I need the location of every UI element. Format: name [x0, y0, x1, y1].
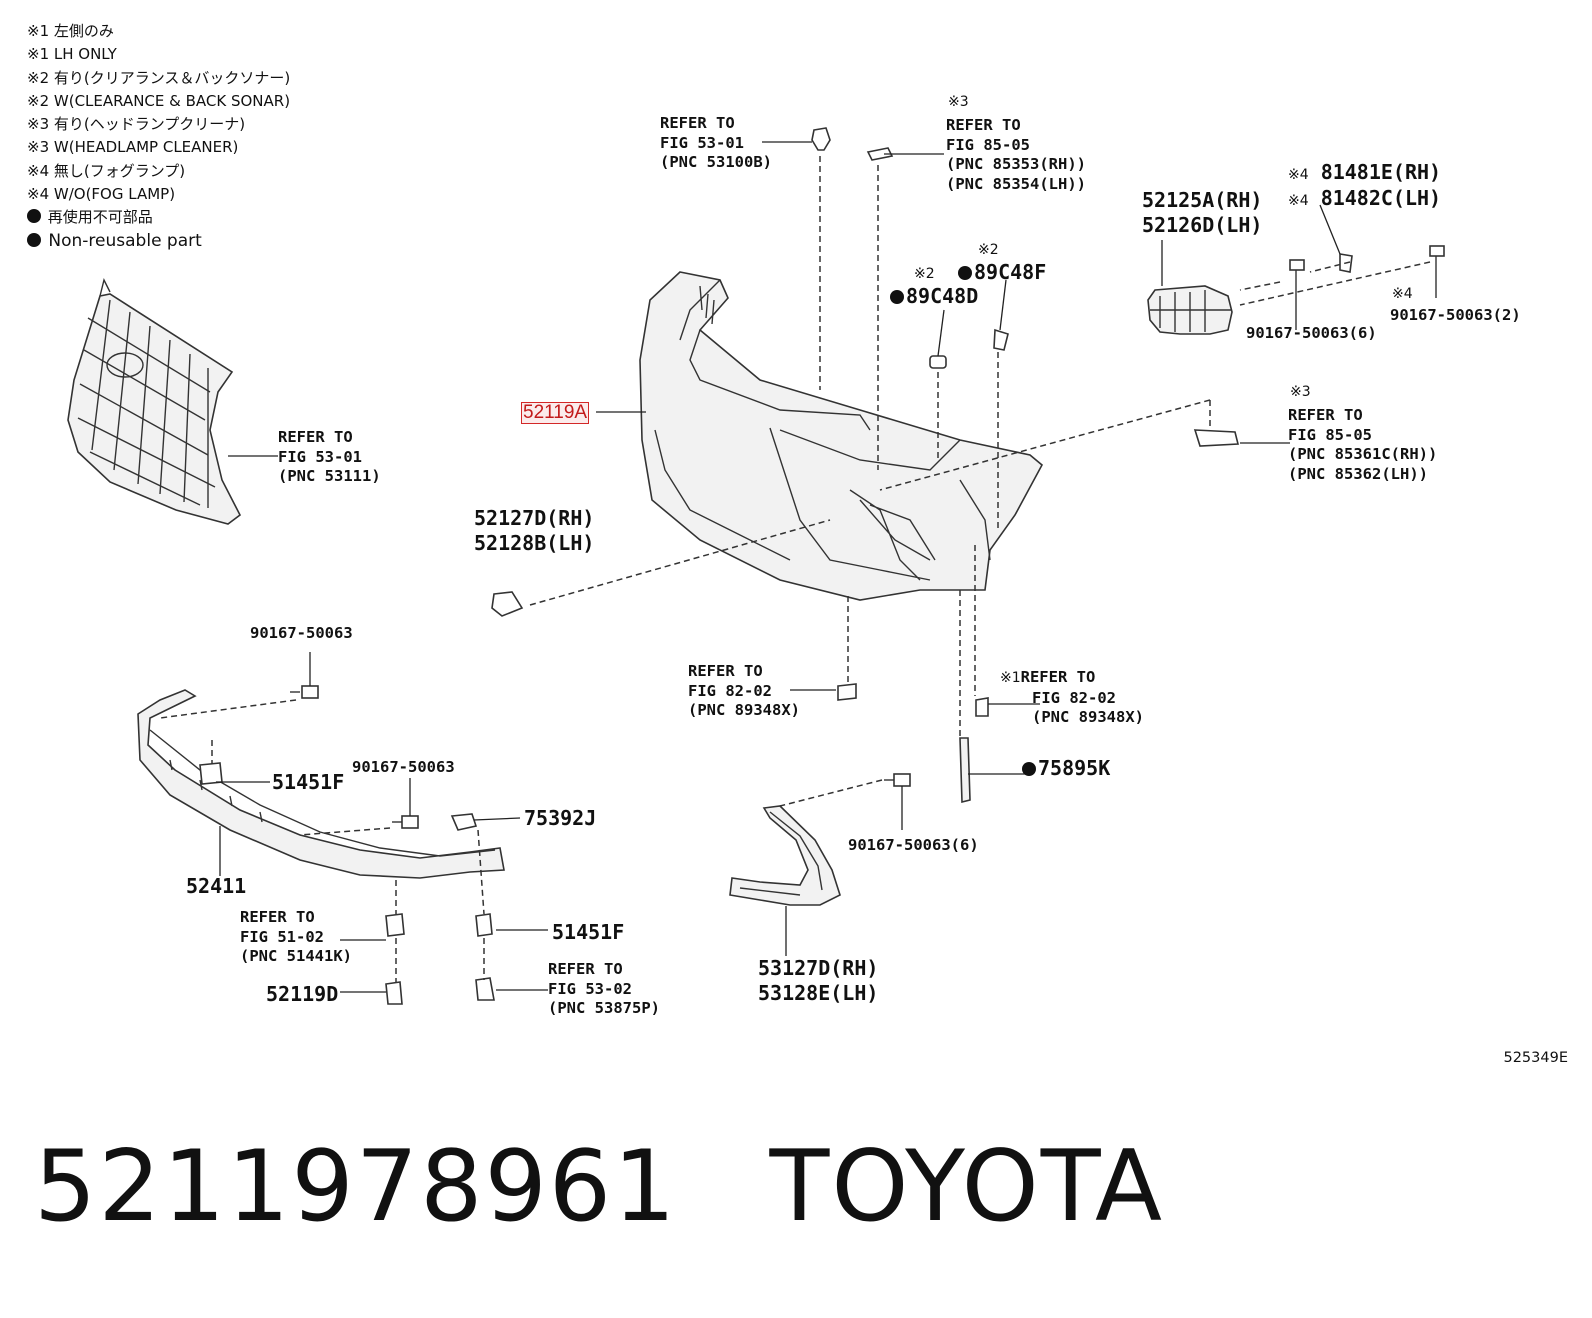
legend-text: Non-reusable part [48, 230, 202, 251]
part-label-51451f-a: 51451F [272, 770, 345, 794]
clip-icon [385, 913, 405, 937]
part-label-52119a-highlighted[interactable]: 52119A [521, 402, 590, 424]
legend-item: ※1 LH ONLY [27, 45, 117, 64]
fog-lamp-bezel-illustration [729, 805, 841, 906]
part-label-75895k: 75895K [1022, 756, 1110, 781]
bolt-icon [884, 773, 911, 787]
part-label-52119d: 52119D [266, 982, 339, 1006]
bolt-icon [1289, 259, 1305, 282]
part-label-90167-6-lower: 90167-50063(6) [848, 836, 979, 854]
part-number: 5211978961 [34, 1130, 678, 1244]
leader-lines [216, 141, 1437, 993]
legend: ※1 左側のみ ※1 LH ONLY ※2 有り(クリアランス＆バックソナー) … [27, 20, 290, 256]
part-label-52125a: 52125A(RH)52126D(LH) [1142, 188, 1263, 237]
legend-item: ※4 W/O(FOG LAMP) [27, 185, 176, 204]
part-label-90167-2: 90167-50063(2) [1390, 306, 1521, 324]
part-label-90167-a: 90167-50063 [250, 624, 353, 642]
legend-item: ※3 有り(ヘッドランプクリーナ) [27, 115, 246, 134]
part-label-52411: 52411 [186, 874, 247, 898]
note-mark: ※3 [1290, 384, 1311, 400]
brand-name: TOYOTA [769, 1130, 1165, 1244]
part-label-53127d: 53127D(RH)53128E(LH) [758, 956, 879, 1005]
legend-item-nonreusable-en: Non-reusable part [27, 230, 290, 256]
bumper-cover-illustration [639, 271, 1044, 601]
part-label-51451f-b: 51451F [552, 920, 625, 944]
part-label-89c48f: 89C48F [958, 260, 1046, 285]
footer-title: 5211978961 TOYOTA [34, 1132, 1164, 1242]
note-mark: ※4 [1392, 286, 1413, 302]
note-mark: ※2 [978, 242, 999, 258]
part-label-81482c: ※4 81482C(LH) [1288, 186, 1442, 210]
small-parts-illustration [199, 127, 1445, 1005]
legend-item: ※2 有り(クリアランス＆バックソナー) [27, 68, 291, 87]
note-mark: ※3 [948, 94, 969, 110]
grille-illustration [67, 277, 242, 525]
legend-text: 再使用不可部品 [47, 208, 153, 227]
bolt-icon [392, 815, 419, 829]
assembly-lines [159, 156, 1431, 982]
part-label-89c48d: 89C48D [890, 284, 978, 309]
clip-icon [450, 813, 478, 831]
bolt-icon [290, 685, 319, 699]
legend-item: ※2 W(CLEARANCE & BACK SONAR) [27, 91, 291, 110]
bullet-icon [27, 232, 41, 247]
clip-icon [475, 977, 495, 1001]
clip-icon [385, 981, 403, 1005]
part-label-81481e: ※4 81481E(RH) [1288, 160, 1442, 184]
legend-item: ※4 無し(フォグランプ) [27, 161, 186, 180]
side-bracket-illustration [1147, 285, 1233, 335]
clip-icon [475, 913, 493, 937]
legend-item: ※1 左側のみ [27, 22, 114, 40]
part-label-52127d: 52127D(RH)52128B(LH) [474, 506, 595, 555]
bolt-icon [1429, 245, 1445, 266]
bullet-icon [27, 209, 41, 224]
part-label-90167-b: 90167-50063 [352, 758, 455, 776]
clip-icon [199, 762, 223, 785]
legend-item: ※3 W(HEADLAMP CLEANER) [27, 138, 239, 157]
legend-item-nonreusable-jp: 再使用不可部品 [27, 206, 290, 229]
part-label-75392j: 75392J [524, 806, 597, 830]
note-mark: ※2 [914, 266, 935, 282]
drawing-code: 525349E [1503, 1050, 1568, 1066]
part-label-90167-6-upper: 90167-50063(6) [1246, 324, 1377, 342]
